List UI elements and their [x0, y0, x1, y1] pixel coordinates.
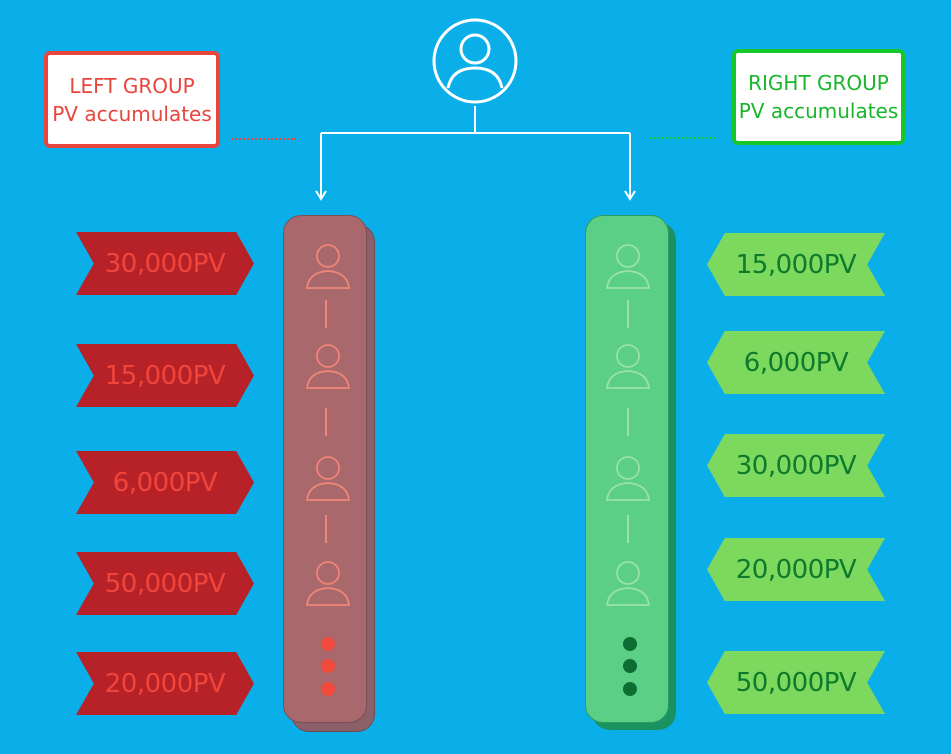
tree-connector — [315, 106, 636, 201]
right-pv-value: 6,000PV — [743, 347, 849, 378]
connector-line — [627, 300, 629, 328]
right-pv-tag: 6,000PV — [707, 331, 885, 394]
left-group-subtitle: PV accumulates — [52, 101, 212, 126]
left-pv-tag: 30,000PV — [76, 232, 254, 295]
right-dotted-leader — [650, 137, 716, 139]
person-icon — [305, 344, 351, 389]
left-pv-value: 30,000PV — [104, 248, 226, 279]
left-pv-tag: 20,000PV — [76, 652, 254, 715]
person-icon — [605, 456, 651, 501]
left-pv-value: 20,000PV — [104, 668, 226, 699]
left-group-title: LEFT GROUP — [69, 73, 195, 98]
right-pv-value: 30,000PV — [735, 450, 857, 481]
left-pv-tag: 50,000PV — [76, 552, 254, 615]
left-group-label-box: LEFT GROUP PV accumulates — [44, 51, 220, 148]
right-pv-tag: 20,000PV — [707, 538, 885, 601]
right-group-label-box: RIGHT GROUP PV accumulates — [732, 49, 905, 145]
left-pv-value: 15,000PV — [104, 360, 226, 391]
person-icon — [305, 244, 351, 289]
right-pv-value: 20,000PV — [735, 554, 857, 585]
left-pv-value: 50,000PV — [104, 568, 226, 599]
left-pv-tag: 15,000PV — [76, 344, 254, 407]
connector-line — [325, 300, 327, 328]
right-group-subtitle: PV accumulates — [738, 99, 899, 123]
person-icon — [605, 244, 651, 289]
person-icon — [605, 561, 651, 606]
sponsor-user-circle-icon — [432, 18, 518, 104]
person-icon — [305, 456, 351, 501]
right-pv-tag: 50,000PV — [707, 651, 885, 714]
right-pv-value: 15,000PV — [735, 249, 857, 280]
right-pv-tag: 30,000PV — [707, 434, 885, 497]
left-dotted-leader — [232, 138, 296, 140]
connector-line — [627, 408, 629, 436]
left-pv-tag: 6,000PV — [76, 451, 254, 514]
connector-line — [627, 515, 629, 543]
connector-line — [325, 515, 327, 543]
right-pv-value: 50,000PV — [735, 667, 857, 698]
person-icon — [305, 561, 351, 606]
right-group-title: RIGHT GROUP — [748, 71, 889, 95]
connector-line — [325, 408, 327, 436]
right-pv-tag: 15,000PV — [707, 233, 885, 296]
left-pv-value: 6,000PV — [112, 467, 218, 498]
person-icon — [605, 344, 651, 389]
